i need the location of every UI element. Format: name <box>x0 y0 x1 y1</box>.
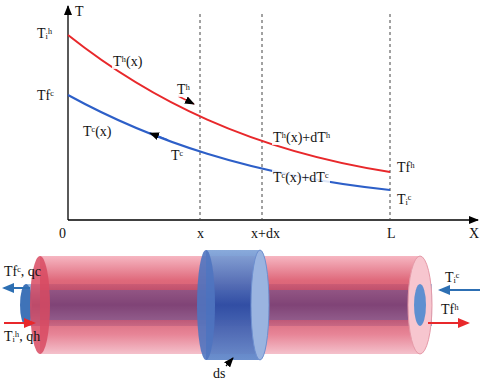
label-text: Tᶜ <box>170 148 184 163</box>
curve-label: Tᶜ(x) <box>82 122 112 140</box>
label-text: Tᶜ(x) <box>82 124 112 139</box>
label-text: 0 <box>58 226 67 241</box>
axis-label: X <box>468 224 480 242</box>
guide-lines <box>200 14 390 220</box>
curve-label: Tᶜ(x)+dTᶜ <box>272 168 330 186</box>
label-text: Tᵢᶜ <box>444 270 460 285</box>
cold-inlet-arrow <box>440 289 480 291</box>
label-text: X <box>468 226 480 241</box>
inlet-label: Tᵢʰ, qh <box>3 327 41 345</box>
label-text: T <box>74 4 85 19</box>
axes <box>68 6 478 220</box>
temperature-label: Tfʰ <box>396 158 416 176</box>
outlet-label: Tfʰ <box>440 300 460 318</box>
label-text: ds <box>212 366 226 381</box>
label-text: x+dx <box>250 226 281 241</box>
axis-label: L <box>386 224 397 242</box>
label-text: Tʰ(x)+dTʰ <box>272 130 331 145</box>
axis-label: T <box>74 2 85 20</box>
hot-inlet-arrow <box>4 322 34 324</box>
tube <box>20 250 432 360</box>
label-text: Tᵢᶜ <box>396 192 412 207</box>
label-text: Tfᶜ, qc <box>3 264 42 279</box>
label-text: Tfʰ <box>396 160 416 175</box>
element-label: ds <box>212 364 226 382</box>
curve-label: Tʰ(x) <box>112 52 143 70</box>
curve-label: Tʰ(x)+dTʰ <box>272 128 331 146</box>
hot-curve <box>68 35 390 172</box>
hot-outlet-arrow <box>428 322 468 324</box>
label-text: x <box>196 226 205 241</box>
label-text: Tᶜ(x)+dTᶜ <box>272 170 330 185</box>
curve-label: Tʰ <box>176 80 191 98</box>
label-text: Tfʰ <box>440 302 460 317</box>
temperature-label: Tfᶜ <box>36 86 55 104</box>
axis-label: x+dx <box>250 224 281 242</box>
cold-curve <box>68 95 390 190</box>
axis-label: x <box>196 224 205 242</box>
curve-label: Tᶜ <box>170 146 184 164</box>
label-text: Tfᶜ <box>36 88 55 103</box>
temperature-label: Tᵢᶜ <box>396 190 412 208</box>
leader-line <box>226 358 233 366</box>
outlet-label: Tfᶜ, qc <box>3 262 42 280</box>
label-text: Tᵢʰ, qh <box>3 329 41 344</box>
flow-arrow <box>178 96 194 104</box>
label-text: Tʰ <box>176 82 191 97</box>
inlet-label: Tᵢᶜ <box>444 268 460 286</box>
cold-outlet-arrow <box>4 287 30 289</box>
label-text: Tᵢʰ <box>36 26 53 41</box>
flow-arrow <box>150 133 168 140</box>
axis-label: 0 <box>58 224 67 242</box>
label-text: L <box>386 226 397 241</box>
label-text: Tʰ(x) <box>112 54 143 69</box>
temperature-label: Tᵢʰ <box>36 24 53 42</box>
